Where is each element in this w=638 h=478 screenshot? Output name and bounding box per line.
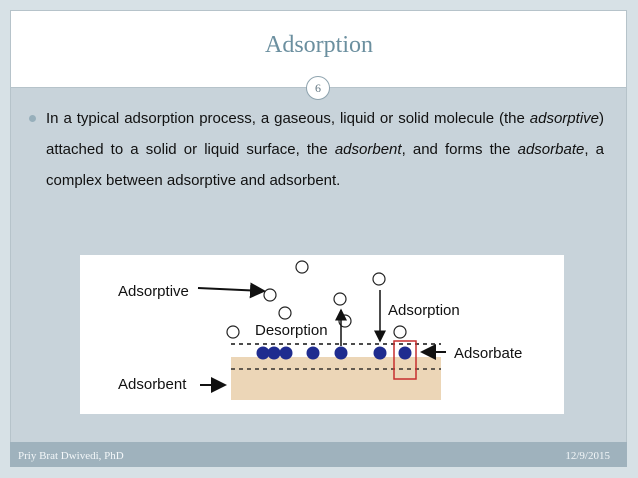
adsorbate-label: Adsorbate (454, 345, 523, 362)
bullet-text-part-1: In a typical adsorption process, a gaseo… (46, 110, 530, 127)
adsorbent-label: Adsorbent (118, 376, 187, 393)
adsorbate-molecule (256, 346, 270, 360)
slide-title: Adsorption (265, 32, 373, 58)
adsorption-label: Adsorption (388, 302, 460, 319)
adsorbate-molecule (279, 346, 293, 360)
adsorbate-molecule (306, 346, 320, 360)
bullet-text: In a typical adsorption process, a gaseo… (46, 103, 604, 196)
bullet-icon (29, 115, 36, 122)
adsorbate-molecule (267, 346, 281, 360)
footer-date: 12/9/2015 (565, 450, 610, 462)
adsorptive-molecule (226, 325, 240, 339)
adsorbate-molecule (334, 346, 348, 360)
desorption-label: Desorption (255, 322, 328, 339)
slide-number-badge: 6 (306, 76, 330, 100)
adsorptive-molecule (263, 288, 277, 302)
adsorbate-molecule (398, 346, 412, 360)
adsorptive-molecule (333, 292, 347, 306)
bullet-text-term-adsorptive: adsorptive (529, 110, 599, 127)
bullet-text-term-adsorbent: adsorbent (334, 141, 402, 158)
adsorption-diagram: Adsorptive Desorption Adsorption Adsorba… (80, 255, 564, 414)
bullet-text-part-2: ) attached to a solid or liquid surface,… (46, 110, 604, 158)
adsorptive-molecule (278, 306, 292, 320)
adsorbate-highlight-box (393, 340, 417, 380)
adsorptive-molecule (295, 260, 309, 274)
adsorptive-molecule (393, 325, 407, 339)
adsorbate-molecule (373, 346, 387, 360)
adsorption-diagram-svg (197, 260, 446, 400)
bullet-text-part-4: , a complex between adsorptive and adsor… (46, 141, 604, 189)
adsorptive-molecule (372, 272, 386, 286)
footer-band (10, 442, 627, 467)
title-panel (10, 10, 627, 88)
bullet-list-item: In a typical adsorption process, a gaseo… (24, 103, 604, 196)
footer-author: Priy Brat Dwivedi, PhD (18, 450, 124, 462)
bullet-text-part-3: , and forms the (401, 141, 518, 158)
adsorptive-label: Adsorptive (118, 283, 189, 300)
adsorptive-arrow (197, 282, 266, 299)
bullet-text-term-adsorbate: adsorbate (517, 141, 585, 158)
